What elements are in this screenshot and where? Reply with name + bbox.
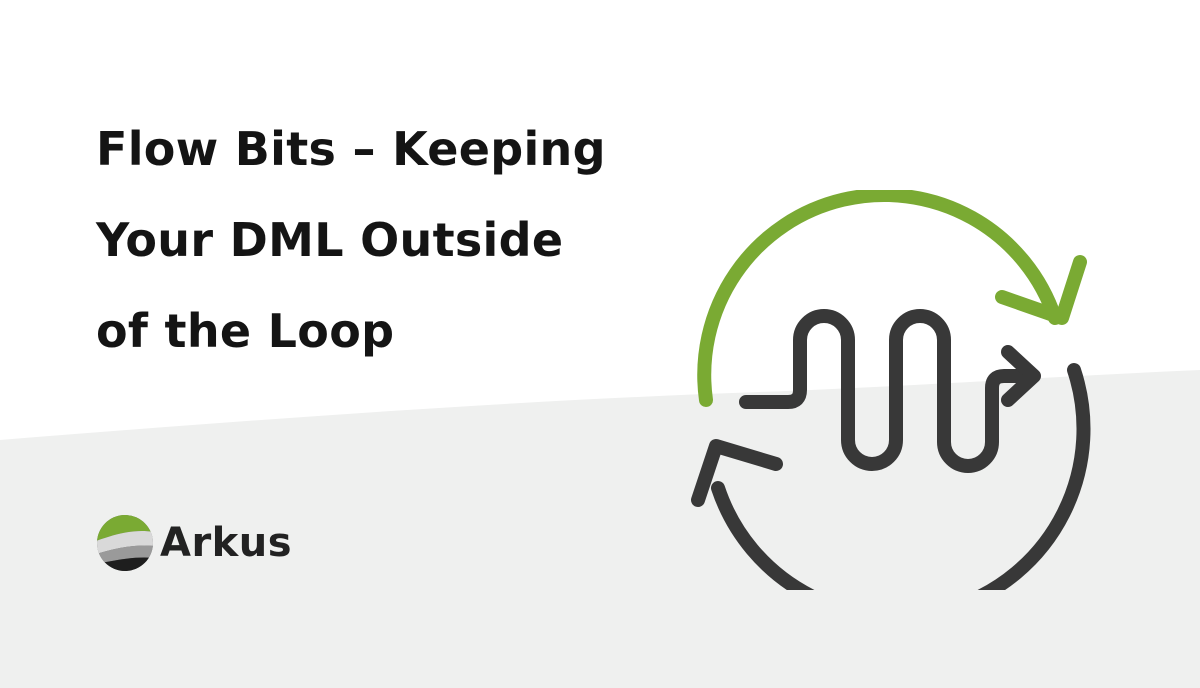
refresh-loop-icon <box>691 190 1091 590</box>
dark-arrow-head <box>691 439 783 507</box>
green-arrow-head <box>995 255 1087 325</box>
title-line-1: Flow Bits – Keeping <box>96 122 606 176</box>
green-loop-arc <box>697 190 1062 407</box>
page-title: Flow Bits – Keeping Your DML Outside of … <box>96 104 676 377</box>
flow-arrow-head <box>1001 345 1041 407</box>
brand-logo: Arkus <box>96 514 292 572</box>
brand-name: Arkus <box>160 520 293 566</box>
title-line-2: Your DML Outside <box>96 213 564 267</box>
serpentine-flow-line <box>739 309 1039 473</box>
title-line-3: of the Loop <box>96 304 395 358</box>
arkus-logo-mark-icon <box>97 515 153 571</box>
dark-loop-arc <box>711 363 1091 590</box>
